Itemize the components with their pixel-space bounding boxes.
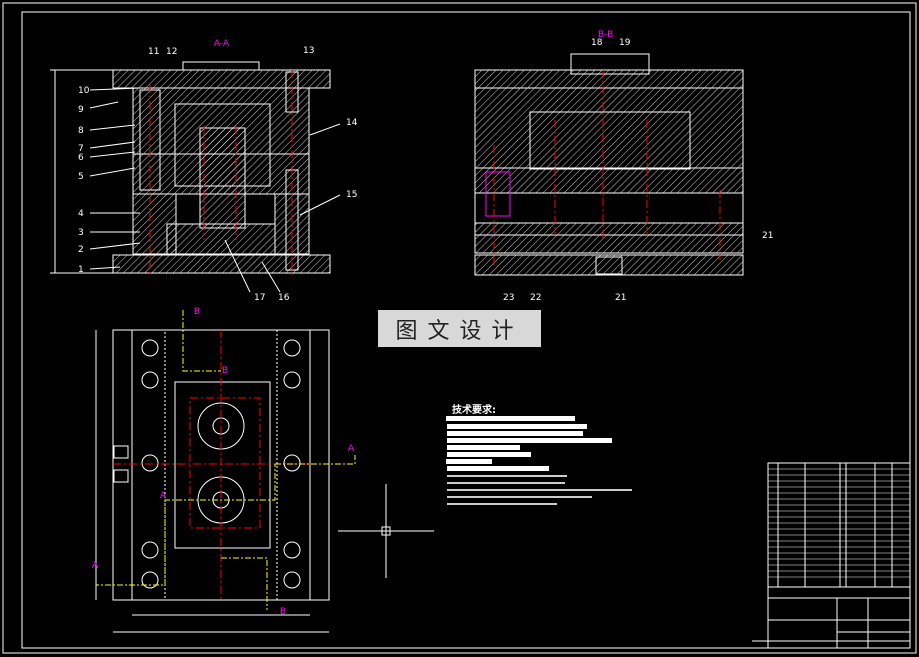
- svg-text:11: 11: [148, 47, 159, 57]
- svg-text:17: 17: [254, 293, 265, 303]
- technical-requirements-title: 技术要求:: [452, 405, 496, 416]
- section-bb-view: [474, 53, 744, 276]
- watermark: 图文设计: [378, 310, 541, 347]
- svg-text:13: 13: [303, 46, 314, 56]
- drawing-frame: [21, 11, 911, 649]
- svg-text:4: 4: [78, 209, 84, 219]
- svg-text:23: 23: [503, 293, 514, 303]
- svg-text:9: 9: [78, 105, 84, 115]
- title-block-rows: [768, 468, 910, 578]
- section-bb-title: B-B: [598, 30, 613, 40]
- svg-text:5: 5: [78, 172, 84, 182]
- svg-text:A: A: [348, 444, 355, 454]
- part-labels-left: 11 12 13 10 9 8 7 6 5 4 3 2 1 14 15 17 1…: [78, 46, 358, 303]
- svg-text:7: 7: [78, 144, 84, 154]
- technical-requirements-text: [446, 416, 632, 505]
- svg-text:3: 3: [78, 228, 84, 238]
- svg-text:21: 21: [615, 293, 626, 303]
- section-aa-title: A-A: [214, 39, 230, 49]
- plan-view: [95, 310, 356, 633]
- svg-text:18: 18: [591, 38, 603, 48]
- part-labels-right: 18 19 21 23 22 21: [503, 38, 773, 303]
- svg-text:19: 19: [619, 38, 631, 48]
- svg-text:22: 22: [530, 293, 541, 303]
- svg-text:6: 6: [78, 153, 84, 163]
- svg-text:B: B: [222, 366, 228, 376]
- svg-text:14: 14: [346, 118, 358, 128]
- svg-text:2: 2: [78, 245, 84, 255]
- svg-text:8: 8: [78, 126, 84, 136]
- svg-text:16: 16: [278, 293, 290, 303]
- section-markers: B B B A A A: [92, 307, 355, 617]
- section-aa-view: [50, 61, 331, 275]
- svg-text:10: 10: [78, 86, 90, 96]
- title-block: [752, 462, 911, 649]
- svg-text:A: A: [92, 561, 99, 571]
- svg-text:B: B: [280, 607, 286, 617]
- svg-text:12: 12: [166, 47, 177, 57]
- svg-text:1: 1: [78, 265, 84, 275]
- svg-text:B: B: [194, 307, 200, 317]
- svg-text:A: A: [160, 491, 167, 501]
- svg-text:21: 21: [762, 231, 773, 241]
- leader-lines-left: [89, 87, 341, 293]
- cursor-crosshair: [338, 484, 434, 578]
- svg-text:15: 15: [346, 190, 357, 200]
